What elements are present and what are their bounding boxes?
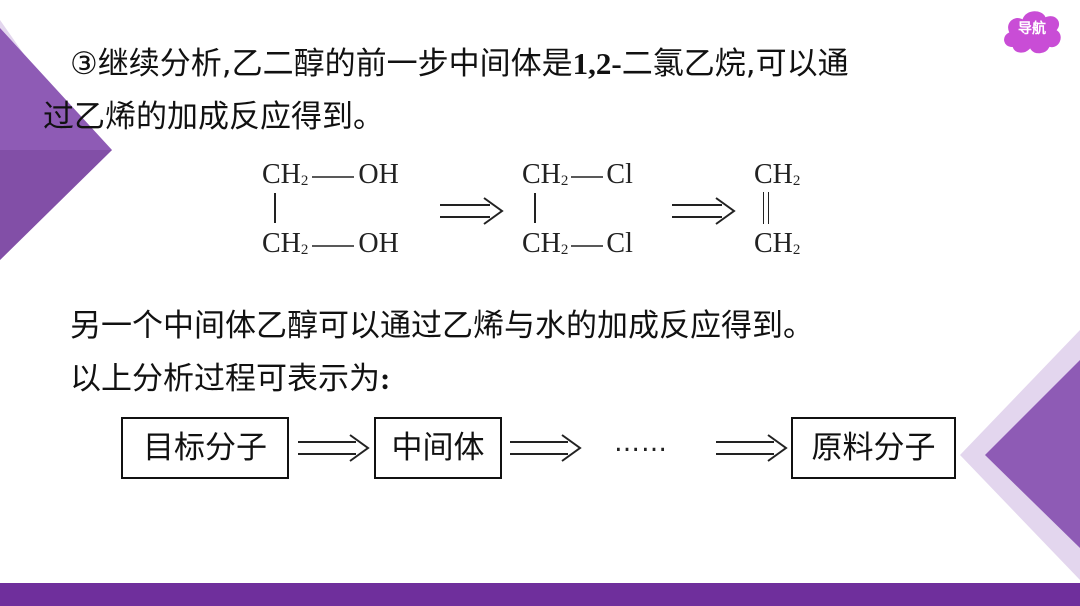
text-line-2: 过乙烯的加成反应得到。	[43, 99, 384, 135]
double-arrow-icon	[672, 197, 736, 225]
text-line-1: ③继续分析,乙二醇的前一步中间体是1,2-二氯乙烷,可以通	[70, 44, 849, 84]
right-triangle	[985, 360, 1080, 548]
bottom-bar	[0, 583, 1080, 606]
flow-box-intermediate: 中间体	[374, 417, 502, 479]
formula-ethylene-bottom: CH2	[754, 228, 801, 259]
line1-end: 二氯乙烷,可以通	[621, 46, 849, 82]
text-line-3: 另一个中间体乙醇可以通过乙烯与水的加成反应得到。	[70, 308, 814, 344]
line1-number: 1,2-	[572, 46, 622, 81]
double-arrow-icon	[510, 434, 582, 462]
double-arrow-icon	[716, 434, 788, 462]
left-triangle-shadow	[0, 150, 112, 260]
line4-text: 以上分析过程可表示为	[70, 361, 380, 397]
line1-start: ③继续分析,乙二醇的前一步中间体是	[70, 46, 573, 82]
flow-ellipsis: ……	[614, 428, 668, 458]
double-arrow-icon	[440, 197, 504, 225]
formula-ethylene-top: CH2	[754, 159, 801, 190]
line4-colon: :	[380, 361, 391, 396]
text-line-4: 以上分析过程可表示为:	[70, 359, 390, 399]
double-arrow-icon	[298, 434, 370, 462]
ethylene-double-bond	[763, 192, 769, 224]
cloud-shape-icon	[1002, 9, 1063, 56]
flow-box-raw: 原料分子	[791, 417, 956, 479]
glycol-single-bond	[274, 193, 276, 223]
flow-box-target: 目标分子	[121, 417, 289, 479]
nav-label: 导航	[1018, 21, 1046, 37]
dichloro-single-bond	[534, 193, 536, 223]
nav-button[interactable]: 导航	[998, 4, 1066, 58]
